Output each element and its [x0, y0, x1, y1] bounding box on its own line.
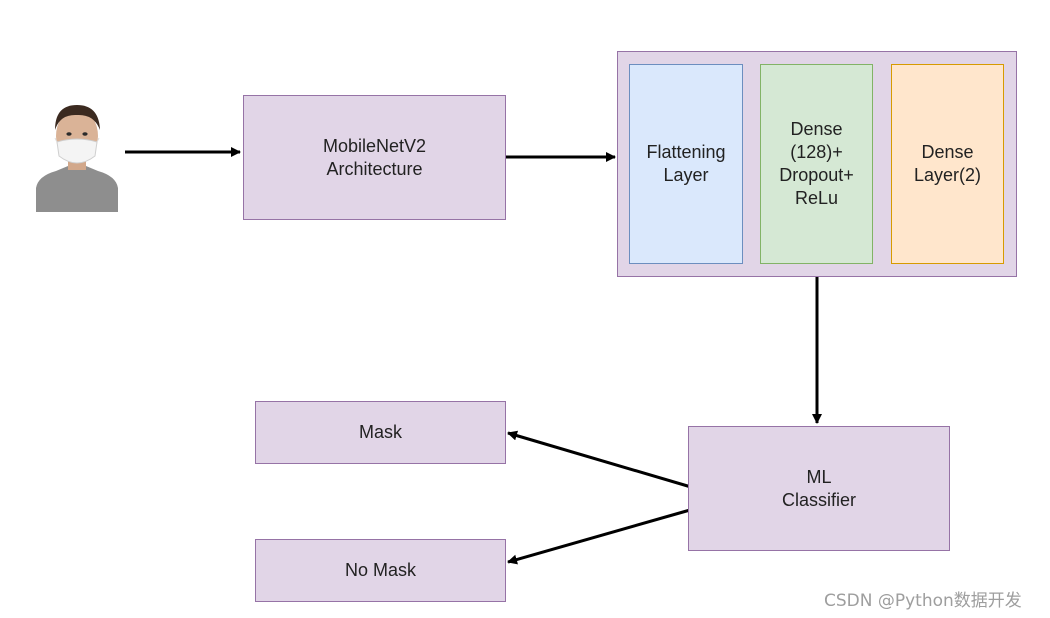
ml-classifier-node: ML Classifier [688, 426, 950, 551]
mobilenet-node: MobileNetV2 Architecture [243, 95, 506, 220]
masked-person-image [36, 105, 118, 212]
flattening-layer-node: Flattening Layer [629, 64, 743, 264]
watermark: CSDN @Python数据开发 [824, 591, 1022, 611]
dense-dropout-node: Dense (128)+ Dropout+ ReLu [760, 64, 873, 264]
dense-output-node: Dense Layer(2) [891, 64, 1004, 264]
mask-node: Mask [255, 401, 506, 464]
arrow-classifier-to-mask [507, 430, 692, 489]
no-mask-node: No Mask [255, 539, 506, 602]
arrow-classifier-to-no-mask [507, 508, 691, 565]
